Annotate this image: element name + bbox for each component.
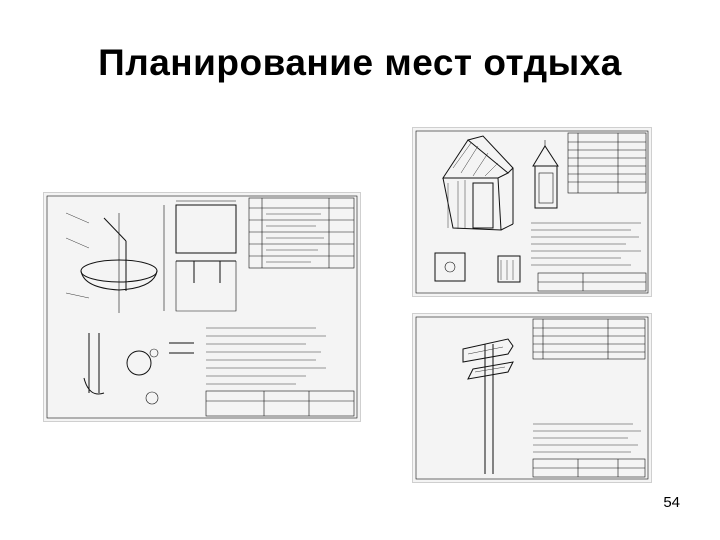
page-number: 54 <box>663 494 680 511</box>
drawing-toilet-booth <box>412 127 652 297</box>
trash-bin-drawing-image <box>46 195 358 419</box>
signpost-drawing-image <box>415 316 649 480</box>
toilet-booth-drawing-image <box>415 130 649 294</box>
drawing-signpost <box>412 313 652 483</box>
drawing-trash-bin <box>43 192 361 422</box>
slide-title: Планирование мест отдыха <box>98 42 622 83</box>
